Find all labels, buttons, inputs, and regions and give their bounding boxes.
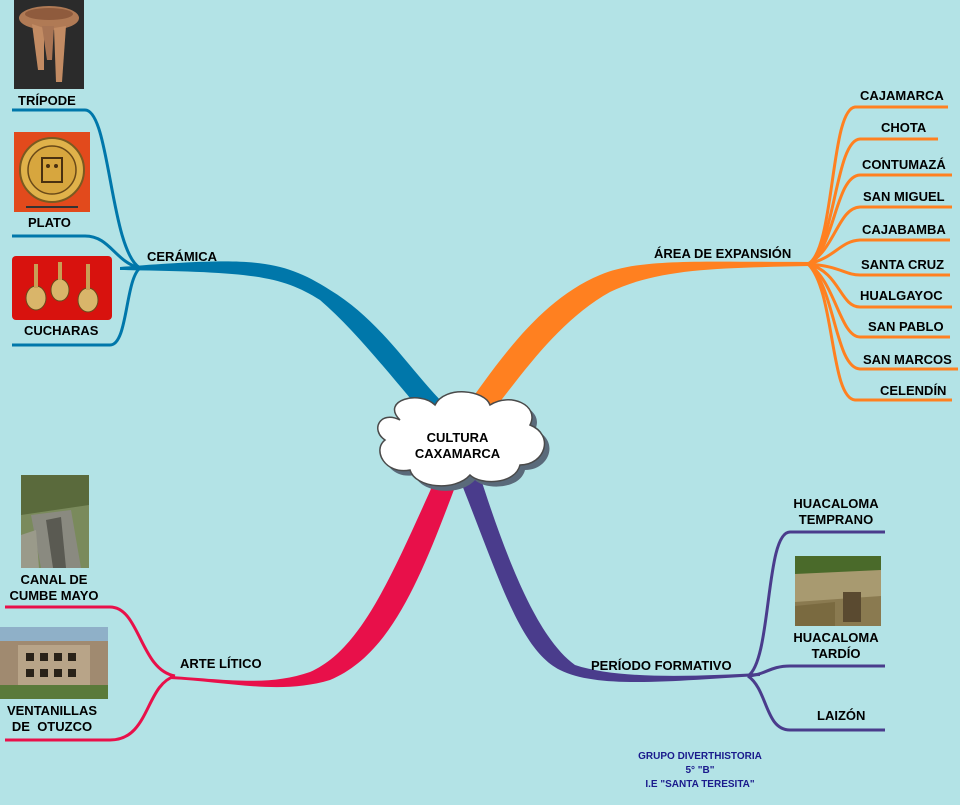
huacaloma-photo [795, 556, 881, 626]
expansion-item: CAJABAMBA [862, 222, 946, 237]
formativo-item-line1: HUACALOMA [793, 496, 879, 511]
litico-item-line1: VENTANILLAS [6, 703, 98, 718]
expansion-item: SAN MARCOS [863, 352, 952, 367]
cumbe-mayo-photo [21, 475, 89, 568]
credits: GRUPO DIVERTHISTORIA 5° "B" I.E "SANTA T… [600, 750, 800, 792]
formativo-item-line1: HUACALOMA [793, 630, 879, 645]
ceramica-trunk [120, 261, 445, 412]
expansion-item: CHOTA [881, 120, 927, 135]
expansion-item: CONTUMAZÁ [862, 157, 946, 172]
formativo-item-line2: TARDÍO [811, 646, 861, 661]
expansion-item: SAN MIGUEL [863, 189, 945, 204]
ceramica-connectors [12, 108, 142, 347]
expansion-item: CELENDÍN [880, 383, 947, 398]
formativo-item-line2: TEMPRANO [798, 512, 874, 527]
credits-line2: 5° "B" [685, 765, 715, 776]
branch-expansion: ÁREA DE EXPANSIÓN [654, 246, 792, 261]
litico-item-otuzco: VENTANILLAS DE OTUZCO [2, 703, 102, 735]
formativo-trunk [460, 476, 760, 683]
litico-item-line2: DE OTUZCO [11, 719, 93, 734]
ceramica-item: TRÍPODE [18, 93, 76, 108]
expansion-connectors [806, 105, 958, 402]
credits-line1: GRUPO DIVERTHISTORIA [638, 751, 762, 762]
formativo-item-tardio: HUACALOMA TARDÍO [786, 630, 886, 662]
formativo-item-temprano: HUACALOMA TEMPRANO [786, 496, 886, 528]
expansion-item: SANTA CRUZ [861, 257, 945, 272]
litico-trunk [170, 480, 455, 688]
credits-line3: I.E "SANTA TERESITA" [645, 779, 755, 790]
central-topic-line2: CAXAMARCA [414, 446, 501, 461]
expansion-item: CAJAMARCA [860, 88, 944, 103]
litico-item-line1: CANAL DE [20, 572, 88, 587]
expansion-item: HUALGAYOC [860, 288, 943, 303]
plato-photo [14, 132, 90, 212]
center-cloud [377, 391, 550, 491]
expansion-item: SAN PABLO [868, 319, 944, 334]
formativo-item-laizon: LAIZÓN [817, 708, 866, 723]
branch-formativo: PERÍODO FORMATIVO [591, 658, 732, 673]
cucharas-photo [12, 256, 112, 320]
ceramica-item: PLATO [28, 215, 71, 230]
branch-litico: ARTE LÍTICO [180, 656, 262, 671]
litico-item-cumbe-mayo: CANAL DE CUMBE MAYO [4, 572, 104, 604]
ceramica-item: CUCHARAS [24, 323, 99, 338]
formativo-connectors [746, 530, 885, 732]
branch-ceramica: CERÁMICA [147, 249, 218, 264]
litico-connectors [5, 605, 176, 742]
otuzco-photo [0, 627, 108, 699]
expansion-trunk [465, 261, 810, 412]
tripode-photo [14, 0, 84, 89]
central-topic-line1: CULTURA [426, 430, 489, 445]
central-topic: CULTURA CAXAMARCA [395, 430, 520, 462]
litico-item-line2: CUMBE MAYO [9, 588, 99, 603]
